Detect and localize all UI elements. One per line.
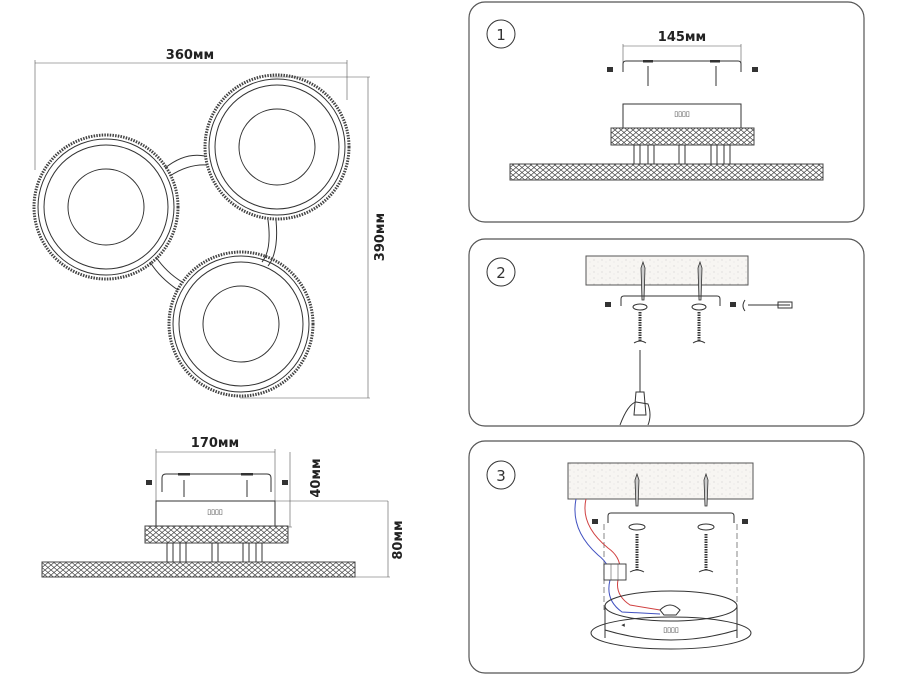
step-2-panel: 2 [468, 238, 865, 427]
washer-icon [628, 523, 646, 531]
step-2-badge [486, 257, 516, 287]
step-1-number: 1 [496, 26, 506, 44]
upper-ring-side [144, 525, 289, 544]
step-2-frame [468, 238, 865, 427]
connector-arc [155, 256, 183, 283]
wall-plug-icon [640, 260, 646, 301]
terminal-block-icon [603, 563, 627, 581]
lower-ring-side [41, 561, 356, 578]
side-width-label: 170мм [191, 436, 239, 451]
small-screwdriver-icon [748, 301, 793, 309]
ceiling-block [585, 255, 749, 286]
side-screw-icon [742, 519, 748, 524]
connector-arc [149, 261, 179, 291]
side-screw-icon [605, 302, 611, 307]
connector-arc [169, 164, 208, 177]
svg-text:▯▯▯▯: ▯▯▯▯ [674, 110, 689, 118]
top-view-drawing: 360мм 390мм [32, 48, 388, 399]
hand-icon [619, 401, 651, 426]
step-2-number: 2 [496, 264, 506, 282]
rotate-arrow-icon [742, 299, 746, 312]
step-1-width-label: 145мм [658, 30, 706, 45]
lamp-ring-top-right [203, 73, 351, 221]
step-3-number: 3 [496, 467, 506, 485]
washer-icon [697, 523, 715, 531]
wall-plug-icon [697, 260, 703, 301]
lamp-body-top [604, 590, 738, 622]
lamp-body-rim [590, 616, 752, 650]
wall-plug-icon [634, 472, 640, 507]
mounting-bracket [161, 473, 272, 492]
lower-ring-side [509, 163, 824, 181]
side-screw-icon [146, 480, 152, 485]
top-width-label: 360мм [166, 48, 214, 63]
wall-plug-icon [703, 472, 709, 507]
washer-icon [632, 303, 648, 311]
svg-text:▯▯▯▯: ▯▯▯▯ [207, 508, 222, 516]
connector-arc [164, 154, 206, 169]
mounting-bracket [607, 512, 735, 523]
side-screw-icon [752, 67, 758, 72]
side-screw-icon [607, 67, 613, 72]
svg-text:◂: ◂ [621, 621, 625, 629]
step-1-panel: 1 145мм ▯▯▯▯ [468, 1, 865, 223]
side-screw-icon [730, 302, 736, 307]
connector-icon [659, 604, 681, 616]
side-view-drawing: 170мм ▯▯▯▯ 40мм 80мм [41, 436, 406, 578]
lamp-body-wall [604, 606, 738, 638]
svg-text:▯▯▯▯: ▯▯▯▯ [663, 626, 678, 634]
side-screw-icon [282, 480, 288, 485]
mounting-bracket [622, 60, 742, 72]
upper-ring-side [610, 127, 755, 146]
screwdriver-handle-icon [633, 391, 647, 416]
ceiling-block [567, 462, 754, 500]
lamp-ring-left [32, 133, 180, 281]
connector-arc [267, 219, 278, 267]
top-height-label: 390мм [373, 213, 388, 261]
lamp-ring-bottom [167, 250, 315, 398]
bracket-slot [241, 473, 253, 476]
step-3-panel: 3 ▯▯▯▯ ◂ [468, 440, 865, 674]
side-screw-icon [592, 519, 598, 524]
total-height-label: 80мм [391, 520, 406, 559]
base-height-label: 40мм [309, 458, 324, 497]
mounting-bracket [620, 295, 721, 306]
washer-icon [691, 303, 707, 311]
step-3-badge [486, 460, 516, 490]
bracket-slot [178, 473, 190, 476]
step-1-badge [486, 19, 516, 49]
